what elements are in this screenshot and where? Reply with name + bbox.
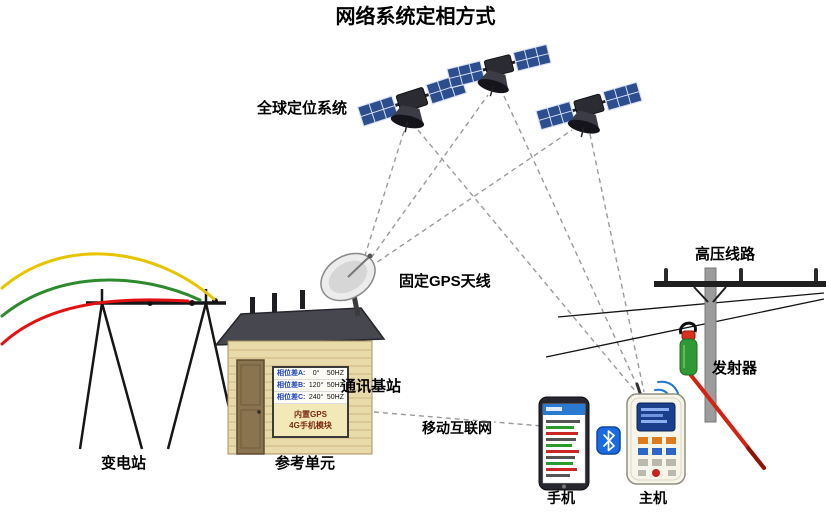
gps-dish-icon: [320, 252, 376, 317]
phase-row-c: 相位差C: 240° 50HZ: [274, 392, 347, 404]
transmitter-hook: [679, 321, 697, 335]
dashed-link-lines: [361, 94, 645, 427]
handheld-host-icon: [626, 382, 686, 485]
reference-panel: 相位差A: 0° 50HZ 相位差B: 120° 50HZ 相位差C: 240°…: [272, 366, 349, 438]
label-phone: 手机: [547, 490, 575, 506]
sat2-to-host-line: [503, 95, 641, 393]
dish-to-sat2-line: [365, 94, 489, 266]
door-knob: [257, 410, 261, 414]
hv-pole: [704, 267, 717, 423]
roof-vents: [250, 290, 305, 315]
phase-wires: [0, 252, 216, 346]
module-4g-label: 4G手机模块: [289, 420, 332, 430]
phase-wire-green: [0, 278, 202, 318]
bluetooth-icon: [596, 426, 621, 455]
door-panel-top: [240, 364, 261, 406]
dish-to-sat1-line: [361, 127, 406, 266]
phase-b-label: 相位差B:: [277, 382, 306, 389]
phase-b-angle: 120°: [308, 382, 324, 389]
hv-crossarm: [654, 281, 826, 287]
phone-list-rows: [546, 420, 580, 477]
label-hv-line: 高压线路: [695, 246, 756, 263]
host-keypad: [638, 437, 676, 477]
station-to-phone-line: [373, 411, 543, 427]
sat1-to-host-line: [417, 129, 637, 393]
label-substation: 变电站: [101, 455, 147, 472]
phase-row-a: 相位差A: 0° 50HZ: [274, 368, 347, 380]
label-base-station: 通讯基站: [341, 378, 402, 395]
phone-home-button: [562, 484, 566, 489]
hv-conductor-1: [557, 292, 825, 318]
smartphone-icon: [538, 396, 590, 491]
phase-row-b: 相位差B: 120° 50HZ: [274, 380, 347, 392]
phase-wire-yellow: [0, 252, 216, 301]
label-transmitter: 发射器: [712, 360, 758, 377]
hv-braces: [693, 286, 727, 303]
label-mobile-internet: 移动互联网: [420, 420, 494, 437]
sat3-to-host-line: [589, 133, 645, 393]
substation-gantry-icon: [78, 289, 238, 450]
hv-conductor-2: [545, 298, 825, 358]
phase-a-label: 相位差A:: [277, 370, 306, 377]
transmitter-body: [679, 338, 698, 376]
label-gps-system: 全球定位系统: [257, 100, 348, 117]
phase-c-angle: 240°: [308, 394, 324, 401]
phase-wire-red: [0, 298, 190, 346]
phone-screen-header: [543, 404, 585, 415]
phase-b-freq: 50HZ: [326, 382, 344, 389]
phase-a-angle: 0°: [312, 370, 320, 377]
hv-insulators: [664, 268, 818, 281]
power-pole-icon: [545, 267, 826, 423]
builtin-gps-label: 内置GPS: [294, 409, 327, 419]
satellite-icon: [445, 42, 559, 115]
hook-transmitter-icon: [679, 321, 766, 470]
label-reference-unit: 参考单元: [275, 455, 336, 472]
page-title: 网络系统定相方式: [335, 6, 496, 28]
phase-c-freq: 50HZ: [326, 394, 344, 401]
phase-a-freq: 50HZ: [326, 370, 344, 377]
door-panel-bottom: [240, 409, 261, 449]
rod-tip: [746, 446, 766, 470]
dish-to-sat3-line: [369, 129, 573, 268]
panel-module-section: 内置GPS 4G手机模块: [274, 404, 347, 436]
phase-c-label: 相位差C:: [277, 394, 306, 401]
label-host: 主机: [639, 490, 667, 506]
label-fixed-gps-antenna: 固定GPS天线: [399, 273, 491, 290]
